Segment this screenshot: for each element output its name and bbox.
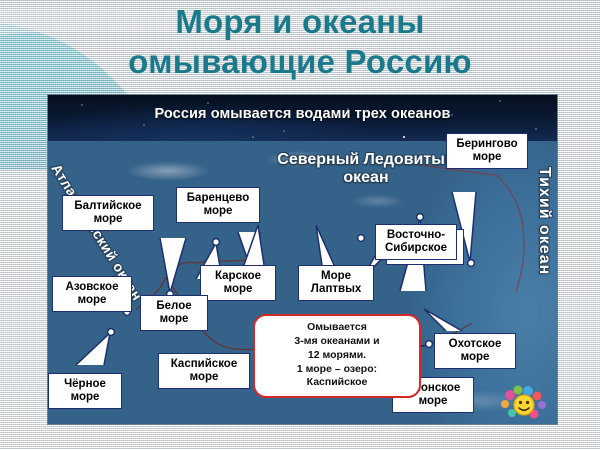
title-line-2: омывающие Россию — [128, 43, 472, 81]
ocean-label-arctic: Северный Ледовитый океан — [277, 151, 455, 187]
sea-label-barents[interactable]: Баренцево море — [176, 187, 260, 224]
sea-label-baltic[interactable]: Балтийское море — [62, 195, 154, 232]
map-header-caption: Россия омывается водами трех океанов — [154, 106, 451, 122]
title-line-1: Моря и океаны — [175, 3, 425, 40]
sea-label-black[interactable]: Чёрное море — [48, 373, 122, 410]
sea-label-kara[interactable]: Карское море — [200, 265, 276, 302]
smiley-flowers-icon — [501, 385, 546, 419]
sea-label-bering[interactable]: Берингово море — [446, 133, 528, 170]
map-image: Россия омывается водами трех океанов Сев… — [48, 95, 557, 424]
sea-label-white[interactable]: Белое море — [140, 295, 208, 332]
sea-label-laptev[interactable]: Море Лаптвых — [298, 265, 374, 302]
sea-label-azov[interactable]: Азовское море — [52, 276, 132, 313]
sea-label-okhotsk[interactable]: Охотское море — [434, 333, 516, 370]
sea-label-caspian[interactable]: Каспийское море — [158, 353, 250, 390]
page-title: Моря и океаны омывающие Россию — [0, 2, 600, 83]
sea-label-east-siberian[interactable]: Восточно- Сибирское — [375, 224, 457, 261]
summary-box: Омывается 3-мя океанами и 12 морями. 1 м… — [253, 314, 421, 399]
ocean-label-pacific: Тихий океан — [536, 167, 553, 276]
